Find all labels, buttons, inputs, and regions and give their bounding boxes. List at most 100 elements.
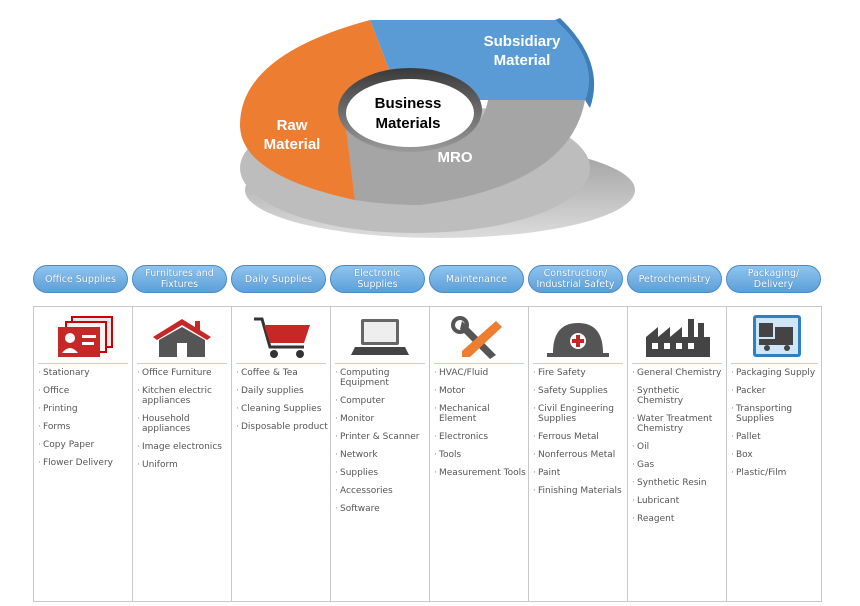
list-item[interactable]: Lubricant xyxy=(632,496,724,506)
column-divider xyxy=(434,363,524,364)
tab-construction-industrial-safety[interactable]: Construction/ Industrial Safety xyxy=(528,265,623,293)
category-column-construction-industrial-safety: Fire SafetySafety SuppliesCivil Engineer… xyxy=(529,307,628,601)
column-divider xyxy=(335,363,425,364)
list-item[interactable]: Copy Paper xyxy=(38,440,130,450)
column-divider xyxy=(731,363,818,364)
house-icon xyxy=(153,319,211,357)
list-item[interactable]: Computing Equipment xyxy=(335,368,427,388)
laptop-icon xyxy=(351,319,409,355)
list-item[interactable]: Water Treatment Chemistry xyxy=(632,414,724,434)
item-list: StationaryOfficePrintingFormsCopy PaperF… xyxy=(38,368,130,476)
center-hole xyxy=(346,79,474,147)
list-item[interactable]: Kitchen electric appliances xyxy=(137,386,229,406)
list-item[interactable]: Reagent xyxy=(632,514,724,524)
column-divider xyxy=(38,363,128,364)
list-item[interactable]: Box xyxy=(731,450,820,460)
category-column-maintenance: HVAC/FluidMotorMechanical ElementElectro… xyxy=(430,307,529,601)
item-list: Fire SafetySafety SuppliesCivil Engineer… xyxy=(533,368,625,504)
list-item[interactable]: Forms xyxy=(38,422,130,432)
list-item[interactable]: Household appliances xyxy=(137,414,229,434)
category-column-packaging-delivery: Packaging SupplyPackerTransporting Suppl… xyxy=(727,307,822,601)
tab-office-supplies[interactable]: Office Supplies xyxy=(33,265,128,293)
category-column-daily-supplies: Coffee & TeaDaily suppliesCleaning Suppl… xyxy=(232,307,331,601)
id-card-icon xyxy=(58,316,113,357)
list-item[interactable]: HVAC/Fluid xyxy=(434,368,526,378)
list-item[interactable]: Nonferrous Metal xyxy=(533,450,625,460)
list-item[interactable]: Uniform xyxy=(137,460,229,470)
item-list: Coffee & TeaDaily suppliesCleaning Suppl… xyxy=(236,368,328,440)
list-item[interactable]: Safety Supplies xyxy=(533,386,625,396)
column-divider xyxy=(533,363,623,364)
list-item[interactable]: Motor xyxy=(434,386,526,396)
category-grid: StationaryOfficePrintingFormsCopy PaperF… xyxy=(33,306,822,602)
list-item[interactable]: Office Furniture xyxy=(137,368,229,378)
list-item[interactable]: Paint xyxy=(533,468,625,478)
list-item[interactable]: Computer xyxy=(335,396,427,406)
item-list: Office FurnitureKitchen electric applian… xyxy=(137,368,229,478)
list-item[interactable]: Image electronics xyxy=(137,442,229,452)
list-item[interactable]: Gas xyxy=(632,460,724,470)
list-item[interactable]: Stationary xyxy=(38,368,130,378)
tab-maintenance[interactable]: Maintenance xyxy=(429,265,524,293)
category-column-furnitures-and-fixtures: Office FurnitureKitchen electric applian… xyxy=(133,307,232,601)
list-item[interactable]: Oil xyxy=(632,442,724,452)
list-item[interactable]: Tools xyxy=(434,450,526,460)
list-item[interactable]: Pallet xyxy=(731,432,820,442)
segment-label-mro: MRO xyxy=(438,149,473,166)
tab-electronic-supplies[interactable]: Electronic Supplies xyxy=(330,265,425,293)
safety-helmet-icon xyxy=(547,323,609,357)
list-item[interactable]: Supplies xyxy=(335,468,427,478)
tab-petrochemistry[interactable]: Petrochemistry xyxy=(627,265,722,293)
list-item[interactable]: Printing xyxy=(38,404,130,414)
list-item[interactable]: Synthetic Resin xyxy=(632,478,724,488)
list-item[interactable]: Accessories xyxy=(335,486,427,496)
list-item[interactable]: Civil Engineering Supplies xyxy=(533,404,625,424)
category-column-electronic-supplies: Computing EquipmentComputerMonitorPrinte… xyxy=(331,307,430,601)
list-item[interactable]: Software xyxy=(335,504,427,514)
item-list: General ChemistrySynthetic ChemistryWate… xyxy=(632,368,724,532)
segment-subsidiary-edge xyxy=(555,18,595,108)
item-list: Computing EquipmentComputerMonitorPrinte… xyxy=(335,368,427,522)
tools-icon xyxy=(451,316,502,359)
list-item[interactable]: Daily supplies xyxy=(236,386,328,396)
list-item[interactable]: Fire Safety xyxy=(533,368,625,378)
list-item[interactable]: Packer xyxy=(731,386,820,396)
list-item[interactable]: Mechanical Element xyxy=(434,404,526,424)
list-item[interactable]: Packaging Supply xyxy=(731,368,820,378)
tab-packaging-delivery[interactable]: Packaging/ Delivery xyxy=(726,265,821,293)
list-item[interactable]: Disposable product xyxy=(236,422,328,432)
list-item[interactable]: Synthetic Chemistry xyxy=(632,386,724,406)
segment-mro xyxy=(345,100,585,205)
item-list: Packaging SupplyPackerTransporting Suppl… xyxy=(731,368,820,486)
list-item[interactable]: Monitor xyxy=(335,414,427,424)
list-item[interactable]: Transporting Supplies xyxy=(731,404,820,424)
list-item[interactable]: Coffee & Tea xyxy=(236,368,328,378)
list-item[interactable]: Flower Delivery xyxy=(38,458,130,468)
list-item[interactable]: Cleaning Supplies xyxy=(236,404,328,414)
list-item[interactable]: Printer & Scanner xyxy=(335,432,427,442)
segment-subsidiary-material xyxy=(370,20,589,100)
list-item[interactable]: Electronics xyxy=(434,432,526,442)
factory-icon xyxy=(646,319,710,357)
list-item[interactable]: Plastic/Film xyxy=(731,468,820,478)
item-list: HVAC/FluidMotorMechanical ElementElectro… xyxy=(434,368,526,486)
list-item[interactable]: General Chemistry xyxy=(632,368,724,378)
list-item[interactable]: Ferrous Metal xyxy=(533,432,625,442)
list-item[interactable]: Office xyxy=(38,386,130,396)
tab-daily-supplies[interactable]: Daily Supplies xyxy=(231,265,326,293)
delivery-truck-icon xyxy=(753,315,801,357)
category-column-petrochemistry: General ChemistrySynthetic ChemistryWate… xyxy=(628,307,727,601)
list-item[interactable]: Measurement Tools xyxy=(434,468,526,478)
list-item[interactable]: Network xyxy=(335,450,427,460)
shopping-cart-icon xyxy=(254,317,310,358)
segment-raw-material xyxy=(240,20,390,200)
category-column-office-supplies: StationaryOfficePrintingFormsCopy PaperF… xyxy=(34,307,133,601)
column-divider xyxy=(632,363,722,364)
tab-furnitures-and-fixtures[interactable]: Furnitures and Fixtures xyxy=(132,265,227,293)
list-item[interactable]: Finishing Materials xyxy=(533,486,625,496)
